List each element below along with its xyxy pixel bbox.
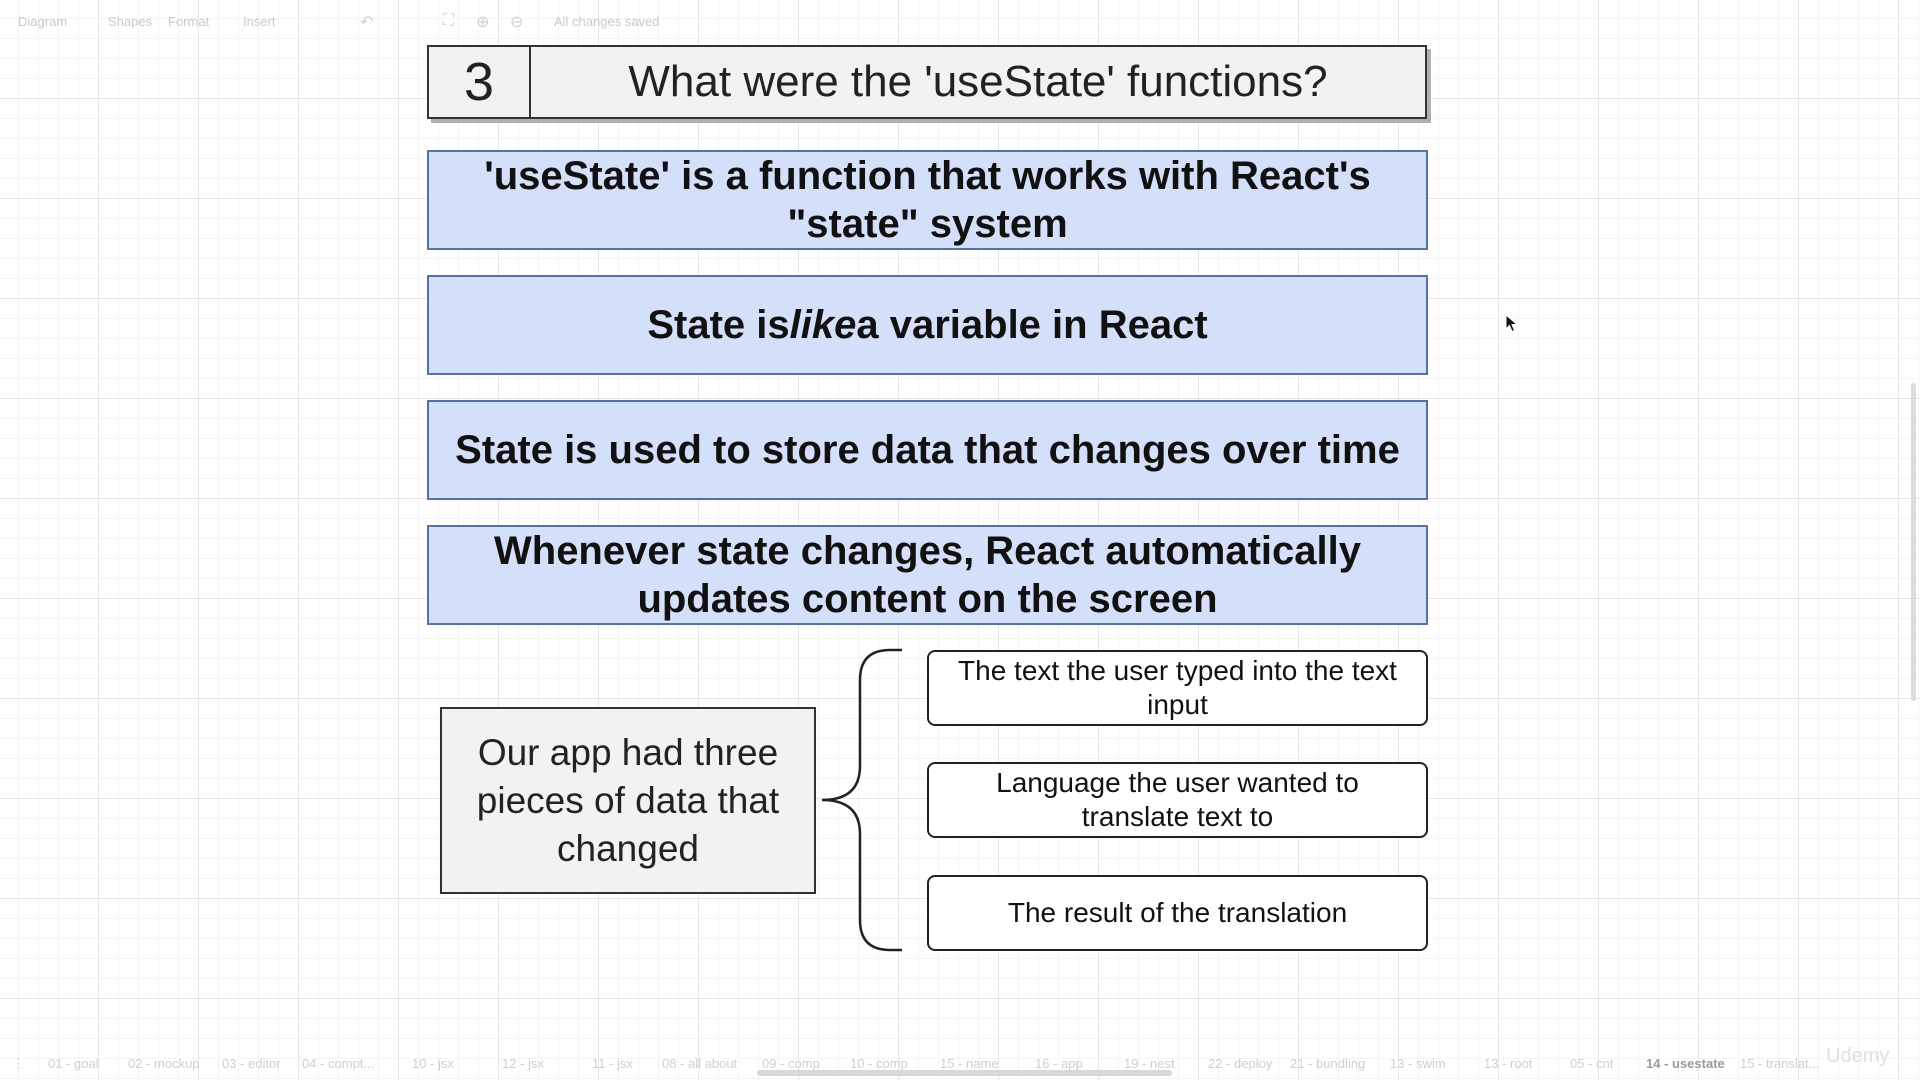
tab-page[interactable]: 09 - comp bbox=[762, 1056, 820, 1071]
tab-page[interactable]: 13 - swim bbox=[1390, 1056, 1446, 1071]
data-item-user-text: The text the user typed into the text in… bbox=[927, 650, 1428, 726]
undo-icon[interactable]: ↶ bbox=[360, 14, 374, 31]
fullscreen-icon[interactable]: ⛶ bbox=[443, 12, 455, 29]
tab-page[interactable]: 15 - name bbox=[940, 1056, 999, 1071]
page-tabs: ⋮ 01 - goal 02 - mockup 03 - editor 04 -… bbox=[0, 1050, 1920, 1076]
slide-title: What were the 'useState' functions? bbox=[628, 57, 1328, 106]
mouse-cursor-icon bbox=[1505, 314, 1519, 333]
zoom-in-icon[interactable]: ⊕ bbox=[476, 14, 490, 31]
tab-page[interactable]: 19 - nest bbox=[1124, 1056, 1175, 1071]
tab-page[interactable]: 12 - jsx bbox=[502, 1056, 544, 1071]
zoom-out-icon[interactable]: ⊖ bbox=[510, 14, 524, 31]
tab-page-active[interactable]: 14 - usestate bbox=[1646, 1056, 1725, 1071]
statement-text-after: a variable in React bbox=[856, 303, 1208, 347]
tab-page[interactable]: 21 - bundling bbox=[1290, 1056, 1366, 1071]
tab-page[interactable]: 11 - jsx bbox=[592, 1056, 633, 1071]
statement-state-like-variable: State is like a variable in React bbox=[427, 275, 1428, 375]
tab-page[interactable]: 15 - translat... bbox=[1740, 1056, 1820, 1071]
statement-state-stores-data: State is used to store data that changes… bbox=[427, 400, 1428, 500]
tab-page[interactable]: 04 - compt... bbox=[302, 1056, 375, 1071]
slide-number: 3 bbox=[429, 47, 531, 117]
data-summary-box: Our app had three pieces of data that ch… bbox=[440, 707, 816, 894]
tab-page[interactable]: 22 - deploy bbox=[1208, 1056, 1273, 1071]
curly-brace-connector bbox=[821, 648, 902, 952]
diagram-menu[interactable]: Diagram bbox=[18, 14, 68, 29]
slide-title-box: 3 What were the 'useState' functions? bbox=[427, 45, 1427, 119]
tab-page[interactable]: 13 - root bbox=[1484, 1056, 1533, 1071]
statement-state-updates-screen: Whenever state changes, React automatica… bbox=[427, 525, 1428, 625]
tab-page[interactable]: 08 - all about bbox=[662, 1056, 738, 1071]
data-item-translation-result: The result of the translation bbox=[927, 875, 1428, 951]
tabs-menu-icon[interactable]: ⋮ bbox=[12, 1056, 25, 1071]
horizontal-scrollbar[interactable] bbox=[757, 1070, 1172, 1076]
tab-page[interactable]: 01 - goal bbox=[48, 1056, 99, 1071]
tab-page[interactable]: 16 - app bbox=[1035, 1056, 1083, 1071]
data-item-language: Language the user wanted to translate te… bbox=[927, 762, 1428, 838]
udemy-logo: Udemy bbox=[1826, 1045, 1890, 1067]
format-menu[interactable]: Format bbox=[168, 14, 210, 29]
statement-emphasis: like bbox=[789, 303, 857, 347]
shapes-menu[interactable]: Shapes bbox=[108, 14, 153, 29]
insert-menu[interactable]: Insert bbox=[243, 14, 276, 29]
toolbar: Diagram Shapes Format Insert ↶ ⛶ ⊕ ⊖ All… bbox=[0, 0, 1920, 44]
tab-page[interactable]: 10 - jsx bbox=[412, 1056, 454, 1071]
statement-text-before: State is bbox=[647, 303, 790, 347]
statement-usestate-function: 'useState' is a function that works with… bbox=[427, 150, 1428, 250]
tab-page[interactable]: 03 - editor bbox=[222, 1056, 281, 1071]
tab-page[interactable]: 05 - cnt bbox=[1570, 1056, 1614, 1071]
tab-page[interactable]: 02 - mockup bbox=[128, 1056, 200, 1071]
vertical-scrollbar[interactable] bbox=[1911, 383, 1916, 701]
save-status: All changes saved bbox=[554, 14, 660, 29]
tab-page[interactable]: 10 - comp bbox=[850, 1056, 908, 1071]
